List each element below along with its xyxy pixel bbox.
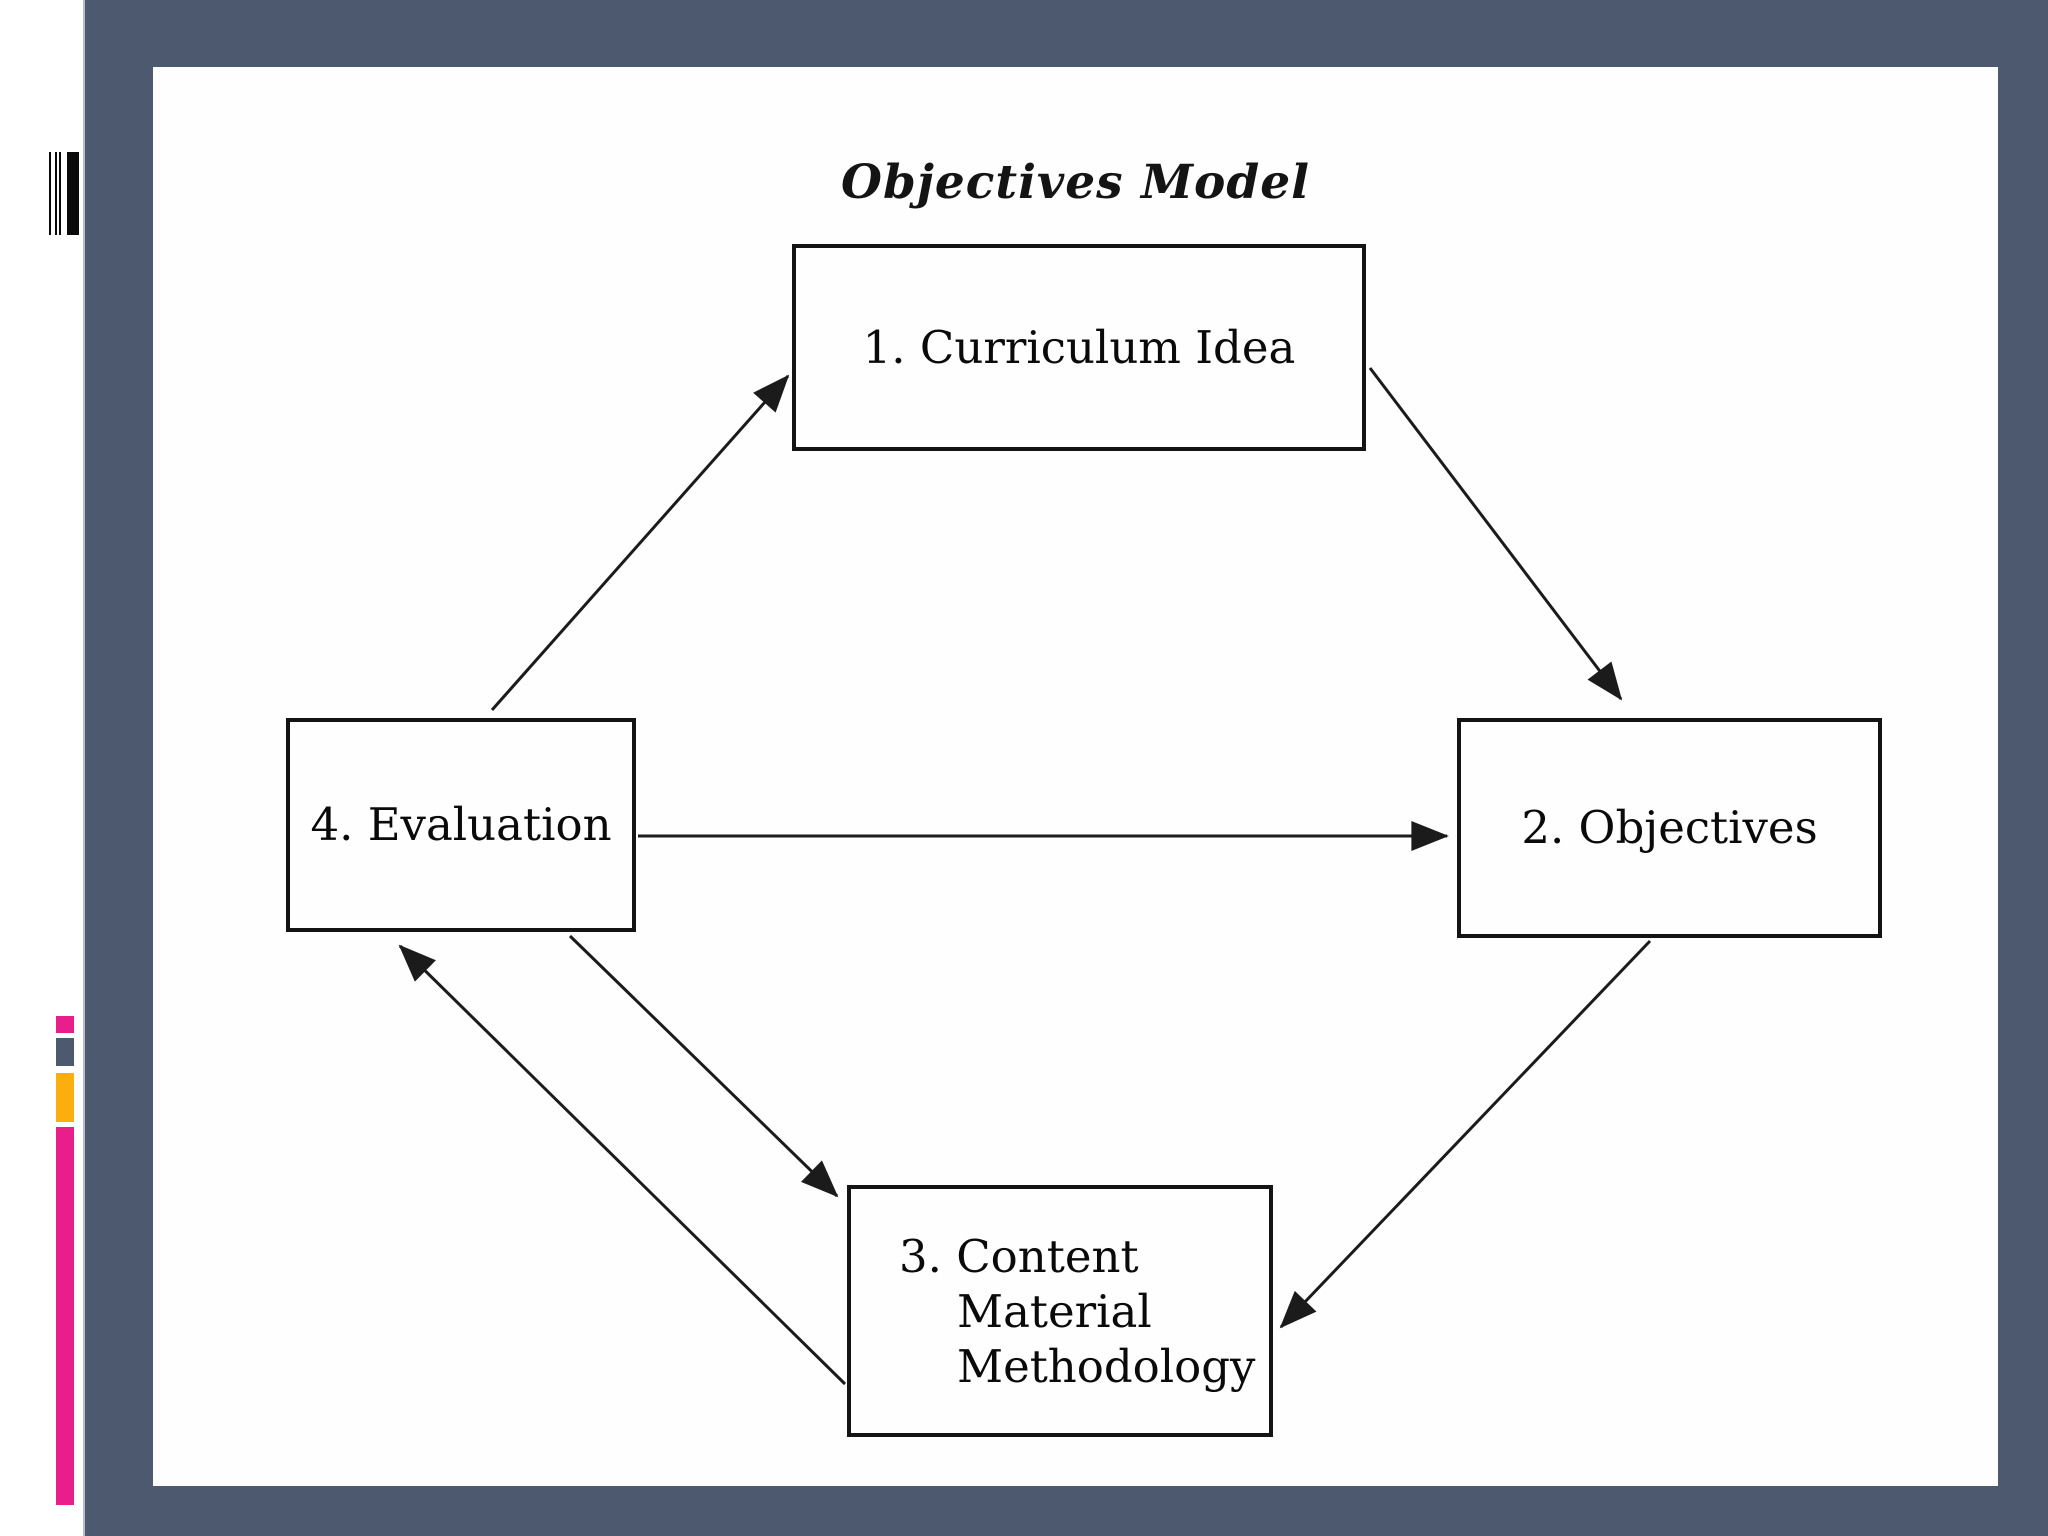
diagram-title: Objectives Model [841, 155, 1310, 210]
node-curriculum-idea: 1. Curriculum Idea [792, 244, 1366, 451]
node-objectives: 2. Objectives [1457, 718, 1882, 938]
node-label: 1. Curriculum Idea [862, 320, 1296, 374]
barcode-decoration-bar [59, 152, 61, 235]
amber-chip-decoration [56, 1073, 74, 1122]
slate-chip-decoration [56, 1038, 74, 1066]
pink-bar-decoration [56, 1127, 74, 1505]
barcode-decoration-bar [55, 152, 57, 235]
node-label-line: Methodology [957, 1339, 1256, 1393]
pink-chip-decoration [56, 1016, 74, 1033]
node-label: 2. Objectives [1521, 801, 1818, 854]
node-evaluation: 4. Evaluation [286, 718, 636, 932]
node-content-material-methodology: 3. Content Material Methodology [847, 1185, 1273, 1437]
node-label: 4. Evaluation [310, 798, 612, 851]
node-label-line: 3. Content [899, 1229, 1139, 1283]
barcode-decoration-bar [67, 152, 79, 235]
barcode-decoration-bar [49, 152, 51, 235]
node-label-line: Material [957, 1284, 1152, 1338]
slide: Objectives Model 1. Curriculum Idea 2. O… [153, 67, 1998, 1486]
